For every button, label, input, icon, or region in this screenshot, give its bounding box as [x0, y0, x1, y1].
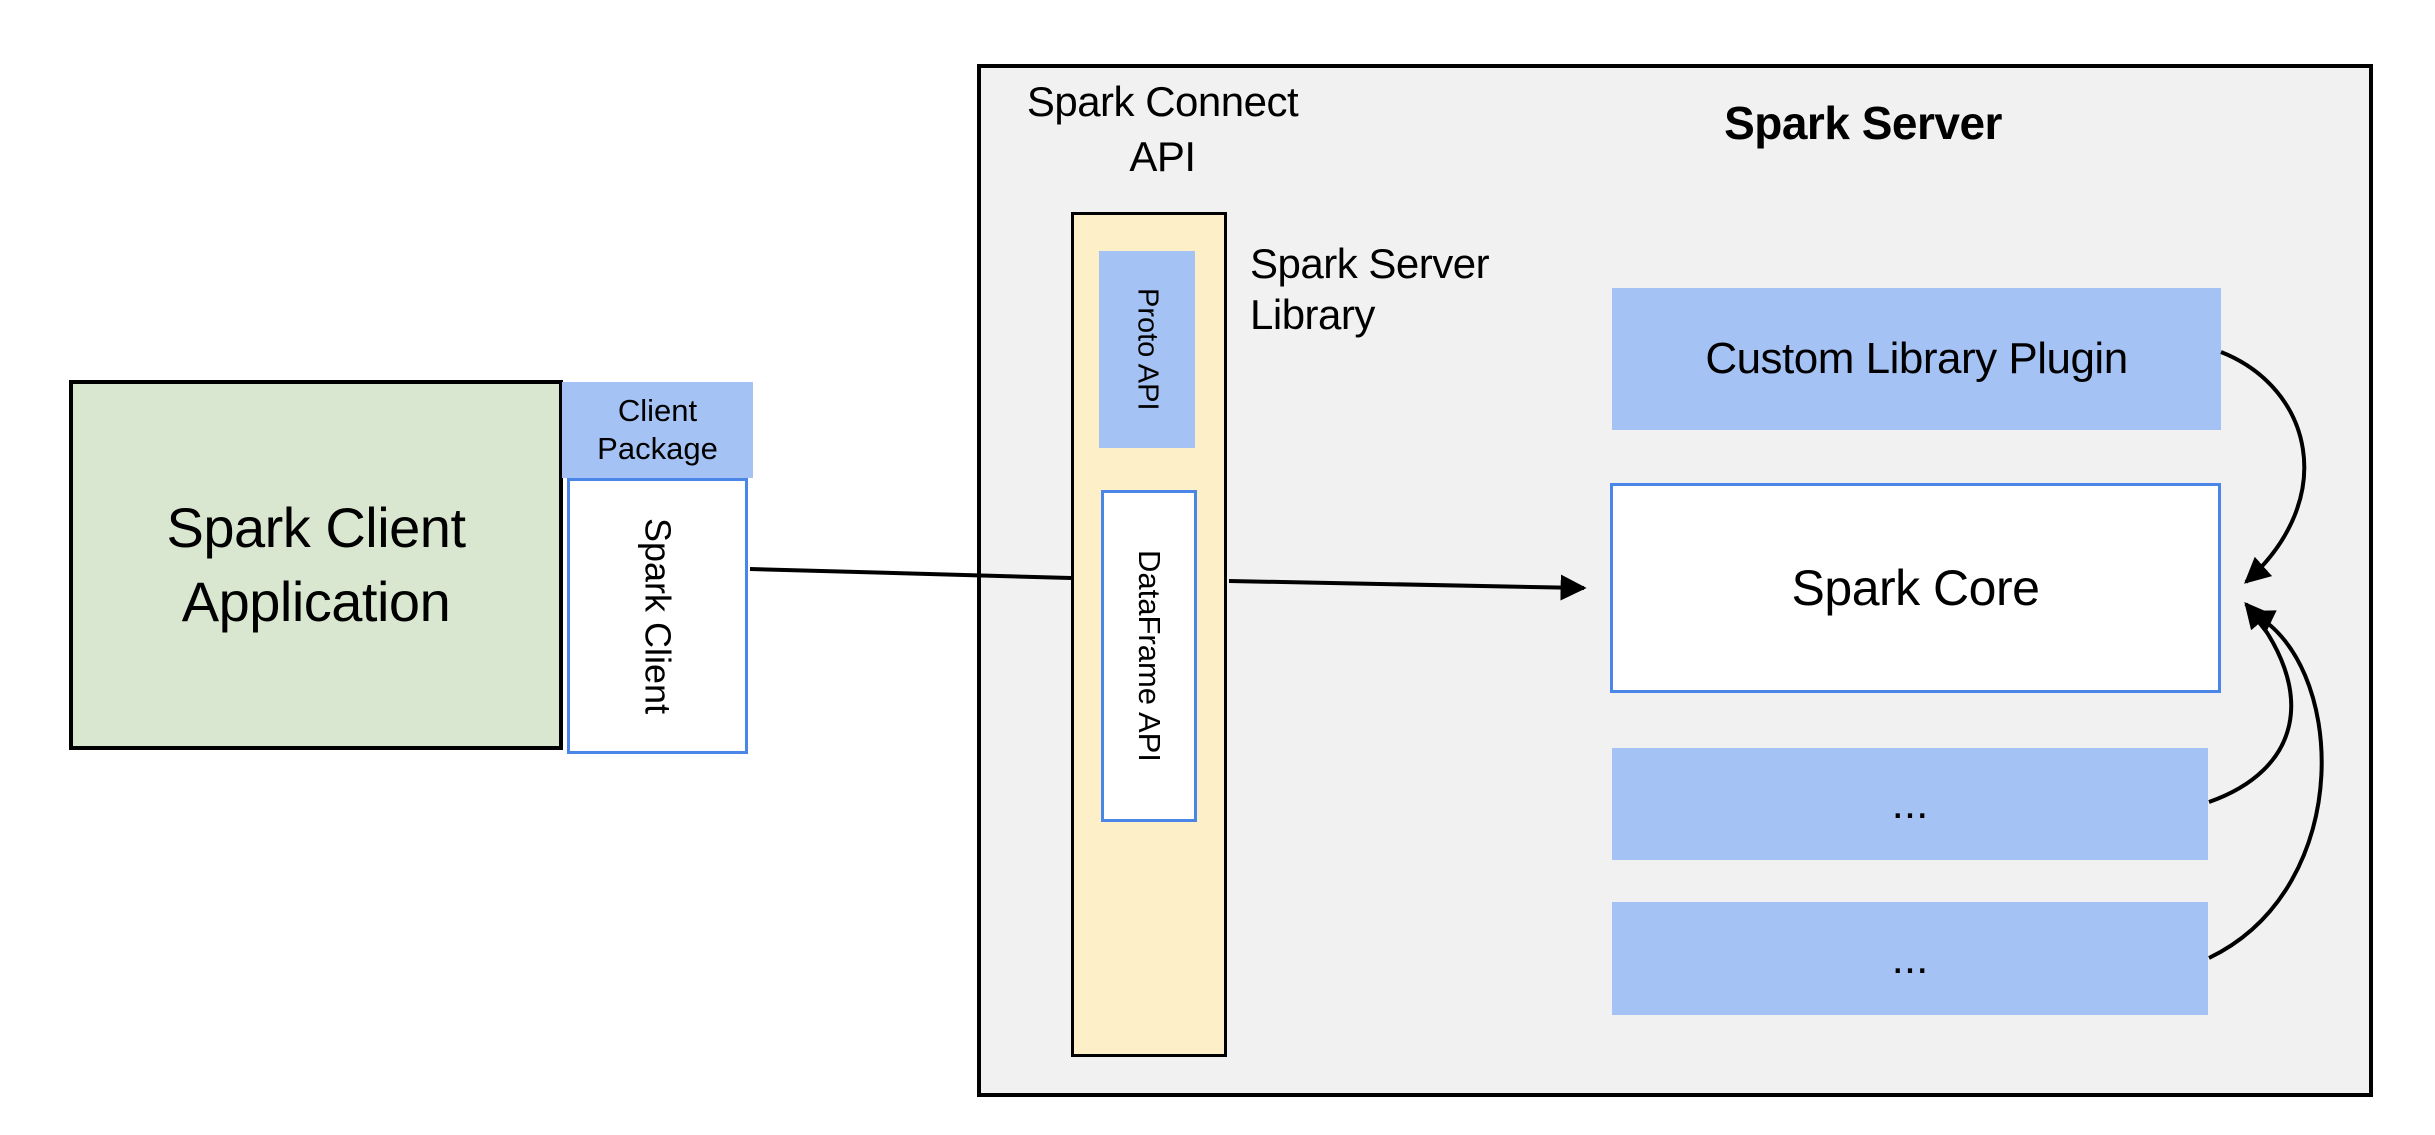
spark-client-box: Spark Client [567, 478, 748, 754]
proto-api-box: Proto API [1099, 251, 1195, 448]
spark-server-label: Spark Server [1724, 97, 2002, 149]
custom-library-plugin-box: Custom Library Plugin [1612, 288, 2221, 430]
spark-client-label: Spark Client [637, 517, 679, 715]
spark-server-library-label-line2: Library [1250, 291, 1375, 338]
client-package-label-line2: Package [597, 431, 718, 466]
plugin-slot-2-box: ... [1612, 902, 2208, 1015]
spark-client-application-box: Spark Client Application [69, 380, 563, 750]
client-package-box: Client Package [562, 382, 753, 478]
spark-client-application-label-line2: Application [181, 570, 451, 633]
plugin-slot-1-label: ... [1891, 779, 1929, 828]
custom-library-plugin-label: Custom Library Plugin [1705, 334, 2128, 383]
proto-api-label: Proto API [1131, 288, 1164, 411]
plugin-slot-2-label: ... [1891, 933, 1929, 983]
dataframe-api-box: DataFrame API [1101, 490, 1197, 822]
client-package-label-line1: Client [617, 393, 698, 428]
spark-core-box: Spark Core [1610, 483, 2221, 693]
spark-server-library-label-line1: Spark Server [1250, 240, 1490, 287]
spark-connect-api-label: Spark Connect API [1005, 74, 1320, 184]
spark-server-library-label: Spark Server Library [1250, 238, 1610, 340]
dataframe-api-label: DataFrame API [1132, 550, 1167, 762]
spark-core-label: Spark Core [1791, 560, 2040, 616]
spark-client-application-label-line1: Spark Client [166, 496, 466, 559]
spark-connect-api-label-line1: Spark Connect [1026, 78, 1299, 125]
spark-connect-api-label-line2: API [1129, 133, 1196, 180]
plugin-slot-1-box: ... [1612, 748, 2208, 860]
